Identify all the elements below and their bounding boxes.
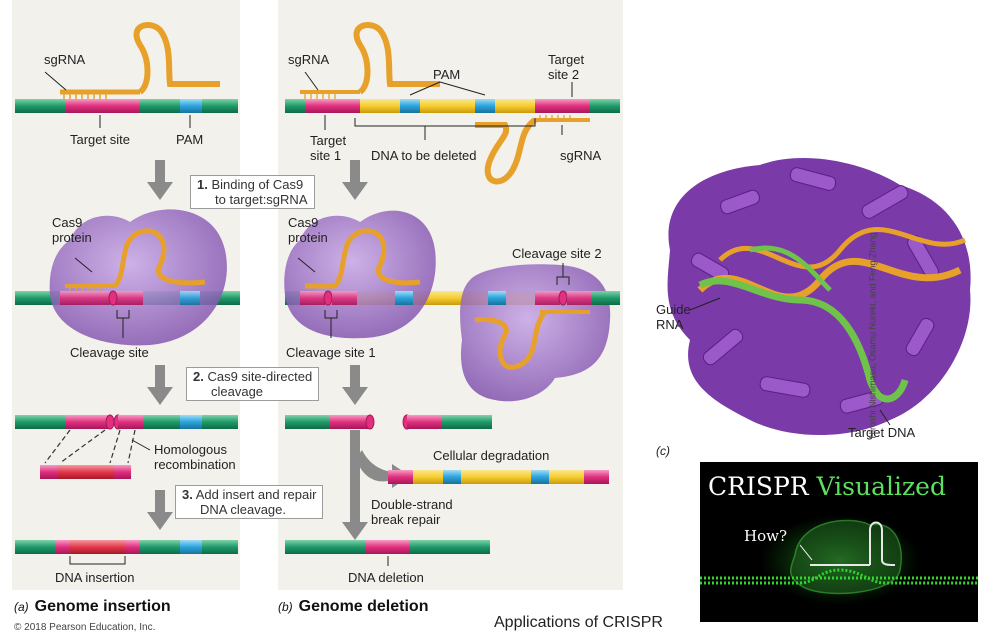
dna-insertion-label: DNA insertion — [55, 570, 135, 585]
step-2-line2: cleavage — [211, 384, 264, 399]
target-dna-label: Target DNA — [848, 425, 916, 440]
dsb-repair-label-1: Double-strand — [371, 497, 453, 512]
pam-label-b: PAM — [433, 67, 461, 82]
caption-a: (a) Genome insertion — [14, 598, 171, 616]
cas9-label-b-2: protein — [288, 230, 328, 245]
step-1-box: 1. Binding of Cas9 to target:sgRNA — [190, 175, 315, 209]
panel-b-cas9-complex — [284, 210, 620, 402]
target-site-label-a: Target site — [70, 132, 130, 147]
sgrna-label-b: sgRNA — [288, 52, 330, 67]
cleavage-site-label-a: Cleavage site — [70, 345, 149, 360]
guide-rna-label-1: Guide — [656, 302, 691, 317]
caption-b: (b) Genome deletion — [278, 598, 428, 616]
target-site-1-label-1: Target — [310, 133, 347, 148]
step-2-box: 2. Cas9 site-directed cleavage — [186, 367, 320, 401]
thumbnail-how: How? — [744, 527, 787, 545]
dna-to-delete-label: DNA to be deleted — [371, 148, 477, 163]
step-1-number: 1. — [197, 177, 208, 192]
panel-a-dna-insertion — [15, 540, 238, 565]
thumbnail-title-part2: Visualized — [816, 472, 946, 501]
guide-rna-label-2: RNA — [656, 317, 684, 332]
photo-credit: Hiroshi Nishimasu, Osamu Nureki, and Fen… — [867, 232, 878, 439]
step-1-line2: to target:sgRNA — [215, 192, 308, 207]
thumbnail-title-part1: CRISPR — [708, 472, 817, 501]
pam-label-a: PAM — [176, 132, 204, 147]
caption-a-letter: (a) — [14, 600, 29, 614]
cas9-label-b-1: Cas9 — [288, 215, 319, 230]
step-1-line1: Binding of Cas9 — [211, 177, 304, 192]
thumbnail-title: CRISPR Visualized — [708, 472, 946, 501]
cas9-label-a-1: Cas9 — [52, 215, 83, 230]
sgrna-2-label: sgRNA — [560, 148, 602, 163]
copyright: © 2018 Pearson Education, Inc. — [14, 622, 156, 633]
caption-b-text: Genome deletion — [298, 598, 429, 615]
caption-b-letter: (b) — [278, 600, 293, 614]
panel-a-cas9-complex — [15, 209, 240, 346]
homologous-label-2: recombination — [154, 457, 236, 472]
step-3-number: 3. — [182, 487, 193, 502]
step-3-box: 3. Add insert and repair DNA cleavage. — [175, 485, 324, 519]
step-2-line1: Cas9 site-directed — [207, 369, 313, 384]
panel-b-dna-deletion — [285, 540, 490, 566]
panel-b-cleaved-dna — [285, 414, 609, 484]
sgrna-label-a: sgRNA — [44, 52, 86, 67]
panel-a-row1 — [15, 22, 238, 128]
dsb-repair-label-2: break repair — [371, 512, 441, 527]
caption-a-text: Genome insertion — [34, 598, 171, 615]
cleavage-site-1-label: Cleavage site 1 — [286, 345, 376, 360]
cleavage-site-2-label: Cleavage site 2 — [512, 246, 602, 261]
panel-b-row1 — [285, 22, 620, 185]
target-site-2-label-1: Target — [548, 52, 585, 67]
cas9-label-a-2: protein — [52, 230, 92, 245]
dna-deletion-label: DNA deletion — [348, 570, 424, 585]
cellular-degradation-label: Cellular degradation — [433, 448, 550, 463]
panel-c-letter: (c) — [656, 444, 670, 458]
panel-a-cleaved-dna — [15, 414, 238, 479]
step-3-line2: DNA cleavage. — [200, 502, 286, 517]
target-site-2-label-2: site 2 — [548, 67, 580, 82]
homologous-label-1: Homologous — [154, 442, 227, 457]
target-site-1-label-2: site 1 — [310, 148, 342, 163]
applications-caption: Applications of CRISPR — [494, 614, 663, 631]
crispr-visualized-thumbnail — [700, 462, 978, 622]
step-2-number: 2. — [193, 369, 204, 384]
cas9-crystal-structure — [667, 157, 971, 435]
step-3-line1: Add insert and repair — [195, 487, 317, 502]
